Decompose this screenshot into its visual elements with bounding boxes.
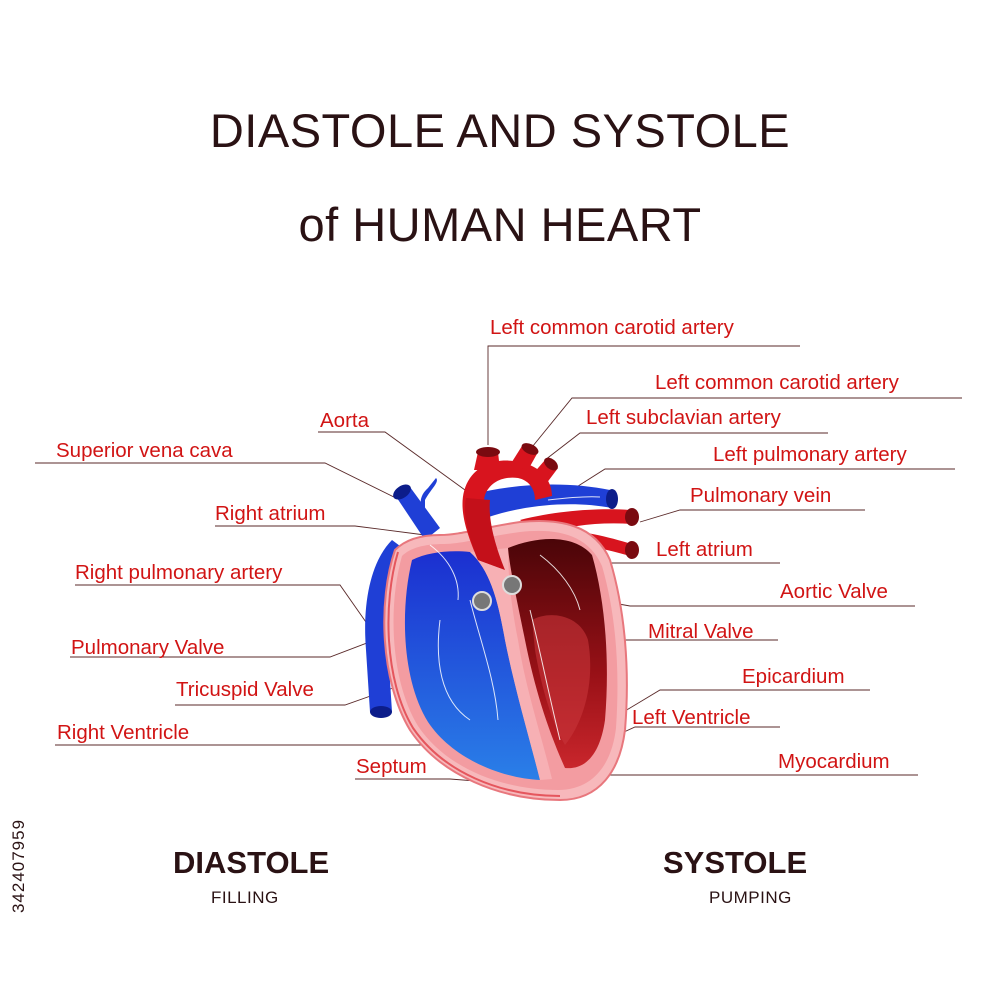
superior-vena-cava [395,487,440,540]
label-mitral-valve: Mitral Valve [648,620,754,643]
systole-heading: SYSTOLE [663,845,808,880]
label-right-ventricle: Right Ventricle [57,721,190,744]
label-left-pulmonary-artery: Left pulmonary artery [713,443,907,466]
label-left-atrium: Left atrium [656,538,753,561]
leader-right-atrium [215,525,426,536]
valves [472,575,522,611]
left-ventricle-inner [532,615,591,745]
leader-left-subclavian [544,432,828,461]
leader-superior-vena-cava [35,462,411,506]
stock-id-watermark: 342407959 [9,818,28,914]
label-left-common-carotid-artery: Left common carotid artery [655,371,899,394]
systole-subheading: PUMPING [709,888,792,907]
label-left-ventricle: Left Ventricle [632,706,751,729]
heart-body [383,496,628,802]
leader-left-pulmonary-artery [574,468,955,489]
leader-aorta [318,431,466,491]
label-left-common-carotid-artery-top: Left common carotid artery [490,316,734,339]
label-tricuspid-valve: Tricuspid Valve [176,678,314,701]
flow-arrows [429,496,601,741]
right-ventricle-chamber [404,551,540,780]
label-aorta: Aorta [320,409,369,432]
title-line-2: of HUMAN HEART [298,198,702,251]
label-pulmonary-valve: Pulmonary Valve [71,636,225,659]
label-left-subclavian-artery: Left subclavian artery [586,406,781,429]
right-pulmonary-artery-vessel [420,478,437,510]
label-right-pulmonary-artery: Right pulmonary artery [75,561,283,584]
label-aortic-valve: Aortic Valve [780,580,888,603]
label-septum: Septum [356,755,427,778]
diastole-subheading: FILLING [211,888,279,907]
leader-left-common-carotid [527,397,962,453]
septum-wall [470,548,552,780]
leader-left-common-carotid-top [487,345,800,445]
label-right-atrium: Right atrium [215,502,326,525]
aorta-vessel [462,443,558,570]
aortic-valve-shape [502,575,522,595]
epicardium-line [387,551,561,797]
label-pulmonary-vein: Pulmonary vein [690,484,832,507]
label-superior-vena-cava: Superior vena cava [56,439,233,462]
leader-right-pulmonary-artery [75,584,376,636]
pulmonary-valve-shape [472,591,492,611]
pulmonary-trunk [470,484,612,520]
diastole-heading: DIASTOLE [173,845,330,880]
leader-pulmonary-vein [639,509,865,523]
label-epicardium: Epicardium [742,665,845,688]
label-myocardium: Myocardium [778,750,890,773]
title-line-1: DIASTOLE AND SYSTOLE [209,104,791,157]
